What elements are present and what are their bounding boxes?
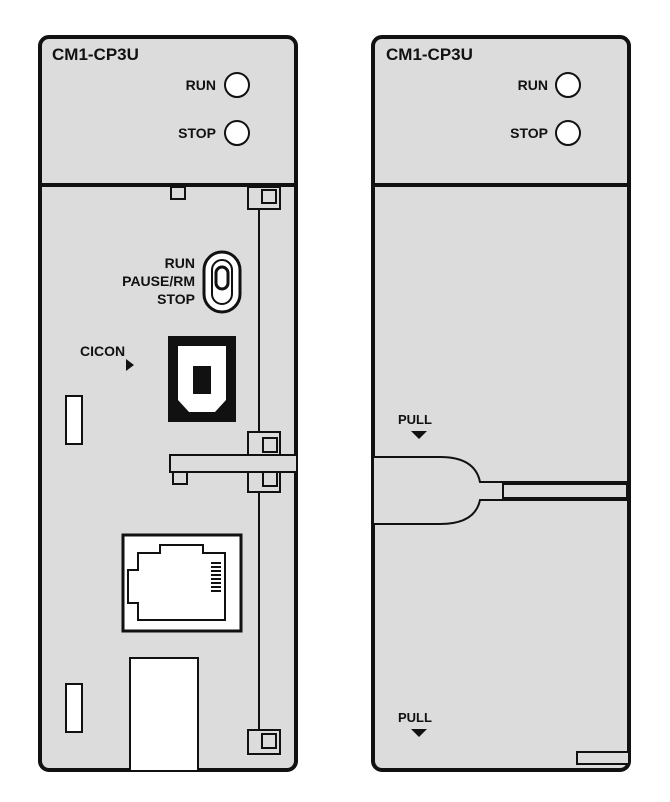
pull-arrow-top-icon (411, 431, 427, 439)
module-closed-stop-led (555, 120, 581, 146)
ethernet-contacts (211, 562, 221, 592)
cover-seam-strip (502, 483, 628, 499)
pull-arrow-bottom-icon (411, 729, 427, 737)
hinge-bracket-top-inner (261, 189, 277, 204)
module-open-stop-led (224, 120, 250, 146)
cicon-port-label: CICON (80, 343, 125, 359)
side-slot-upper (65, 395, 83, 445)
latch-clip-right (262, 471, 278, 487)
cover-latch-arm (169, 454, 298, 473)
mode-selector-switch[interactable] (202, 250, 242, 314)
ethernet-port[interactable] (121, 533, 243, 633)
module-open-stop-led-label: STOP (178, 125, 216, 141)
module-closed-stop-led-label: STOP (510, 125, 548, 141)
switch-stop-label: STOP (157, 291, 195, 307)
switch-run-label: RUN (165, 255, 195, 271)
switch-pause-label: PAUSE/RM (122, 273, 195, 289)
module-open-run-led (224, 72, 250, 98)
module-open-view: CM1-CP3U RUN STOP RUN PAUSE/RM STOP CICO… (38, 35, 298, 772)
pull-label-top: PULL (398, 412, 432, 427)
module-closed-model-label: CM1-CP3U (386, 45, 473, 64)
module-open-run-led-label: RUN (186, 77, 216, 93)
top-clip (170, 186, 186, 200)
module-closed-run-led (555, 72, 581, 98)
expansion-slot (129, 657, 199, 770)
cicon-usb-port[interactable] (168, 336, 236, 422)
pull-label-bottom: PULL (398, 710, 432, 725)
module-open-model-label: CM1-CP3U (52, 45, 139, 64)
bottom-corner-notch (576, 751, 630, 765)
side-slot-lower (65, 683, 83, 733)
module-closed-body (371, 35, 631, 772)
port-pointer-arrow-icon (126, 359, 134, 371)
module-closed-run-led-label: RUN (518, 77, 548, 93)
latch-clip-left (172, 471, 188, 485)
hinge-bracket-bottom-inner (261, 733, 277, 749)
cover-latch-tab[interactable] (372, 456, 630, 525)
module-closed-view: CM1-CP3U RUN STOP PULL PULL (371, 35, 631, 772)
hinge-bracket-middle-inner (262, 437, 278, 453)
mode-selector-lever (214, 265, 230, 291)
